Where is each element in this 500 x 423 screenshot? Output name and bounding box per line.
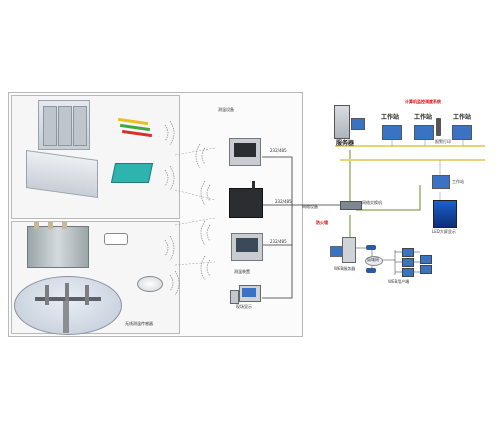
switch-label: 网络交换机 xyxy=(362,200,382,205)
wireless-sensor-small-image xyxy=(104,233,128,245)
led-display-icon xyxy=(433,200,457,228)
monitor-device-1 xyxy=(229,138,261,166)
server-monitor-icon xyxy=(351,118,365,130)
web-monitor-icon xyxy=(330,246,343,257)
monitor-device-2 xyxy=(229,181,263,218)
lan-cloud-icon xyxy=(365,256,383,266)
sensor-caption: 无线测温传感器 xyxy=(125,321,153,326)
outdoor-switch-photo xyxy=(14,276,122,335)
round-sensor-image xyxy=(137,276,163,292)
lan-label: 局域网 xyxy=(367,257,379,262)
protocol-label-1: 232/485 xyxy=(270,148,287,153)
protocol-label-2: 232/485 xyxy=(275,199,292,204)
alarm-printer-icon xyxy=(436,118,441,136)
client-pc-icon-4 xyxy=(420,265,432,274)
web-server-icon xyxy=(342,237,356,263)
transformer-image xyxy=(27,221,89,268)
terminal-label: 测温装置 xyxy=(234,269,250,274)
printer-label: 报警打印 xyxy=(435,139,451,144)
web-server-label: WEB服务器 xyxy=(334,266,356,271)
workstation-icon-2 xyxy=(414,125,434,140)
web-users-label: WEB用户端 xyxy=(388,279,410,284)
field-computer-label: 现场显示 xyxy=(236,304,252,309)
field-pc-tower-icon xyxy=(230,290,239,304)
workstation-label-2: 工作站 xyxy=(414,114,433,121)
led-display-label: LED大屏显示 xyxy=(432,229,456,234)
server-label: 服务器 xyxy=(336,140,355,147)
server-icon xyxy=(334,105,350,139)
monitor-area-title: 测温设备 xyxy=(218,107,234,112)
firewall-label: 防火墙 xyxy=(316,220,328,225)
network-switch-icon xyxy=(340,201,362,210)
workstation-icon-3 xyxy=(452,125,472,140)
client-pc-icon-1 xyxy=(402,248,414,257)
router-icon-1 xyxy=(366,245,376,250)
client-pc-icon-3 xyxy=(402,258,414,267)
field-computer-icon xyxy=(239,285,261,302)
switchgear-cabinet-image xyxy=(38,100,90,150)
monitor-device-3 xyxy=(231,233,263,261)
gateway-label: 网络设备 xyxy=(302,204,318,209)
router-icon-2 xyxy=(366,268,376,273)
workstation-label-4: 工作站 xyxy=(452,179,464,184)
workstation-icon-4 xyxy=(432,175,450,189)
client-pc-icon-5 xyxy=(402,268,414,277)
workstation-icon-1 xyxy=(382,125,402,140)
workstation-label-3: 工作站 xyxy=(453,114,472,121)
center-title: 计算机监控调度系统 xyxy=(405,99,441,104)
client-pc-icon-2 xyxy=(420,255,432,264)
protocol-label-3: 232/485 xyxy=(270,239,287,244)
workstation-label-1: 工作站 xyxy=(381,114,400,121)
